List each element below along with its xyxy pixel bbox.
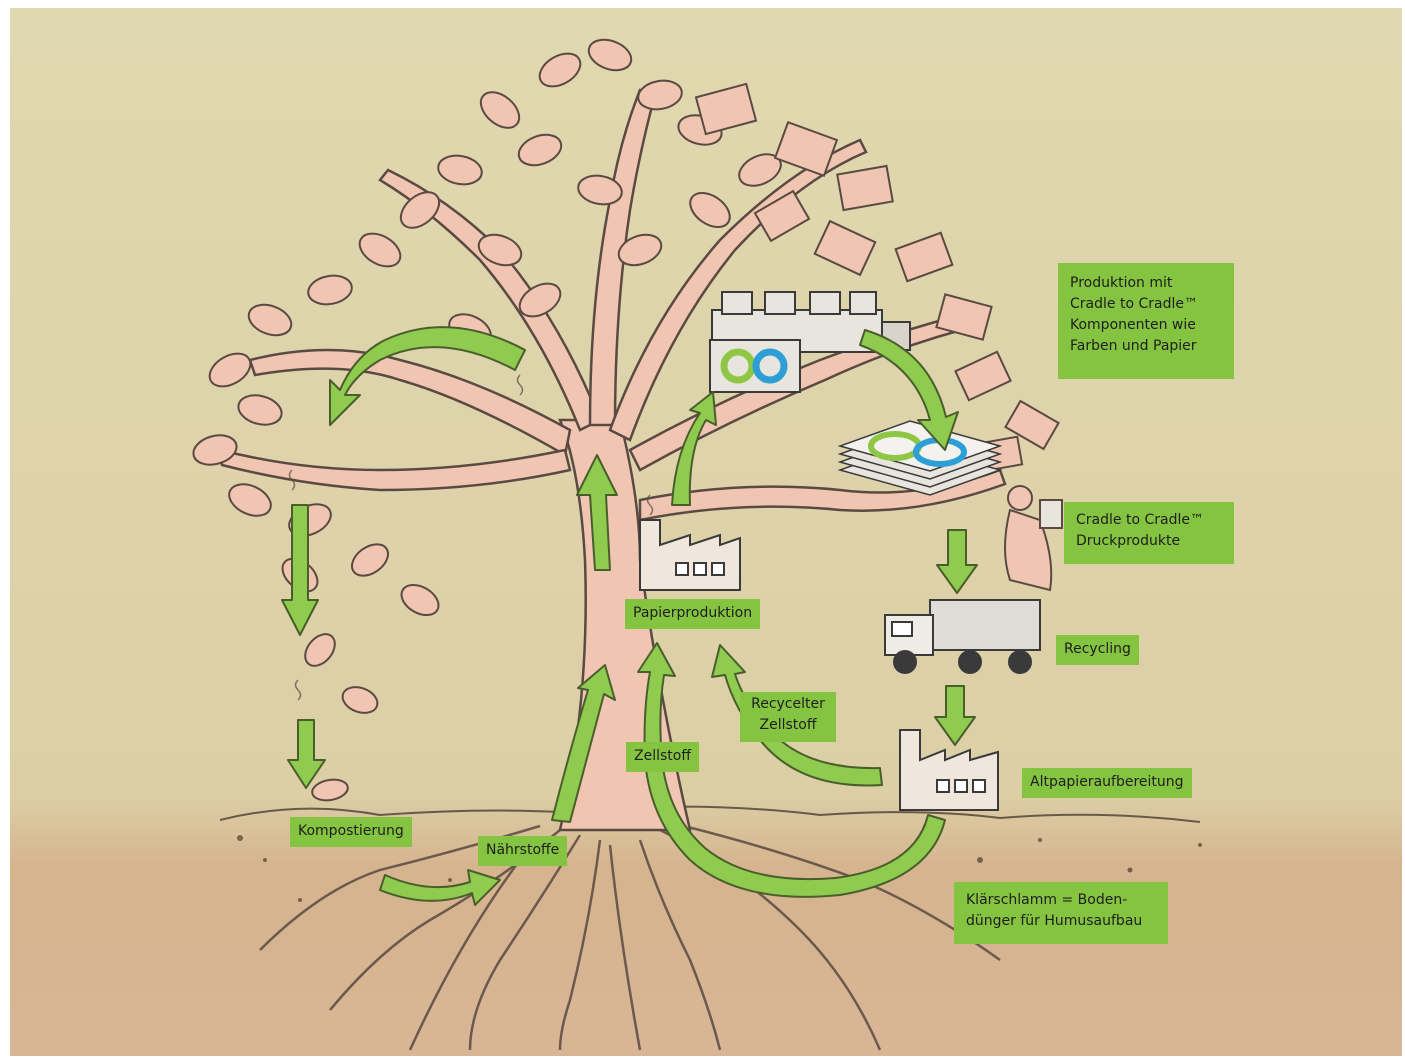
label-druckprodukte: Cradle to Cradle™ Druckprodukte: [1064, 502, 1234, 564]
arrow-stack-to-truck: [936, 529, 978, 594]
label-altpapier: Altpapieraufbereitung: [1022, 768, 1192, 798]
arrow-press-to-stack: [859, 329, 959, 451]
arrow-trunk-up-1: [576, 454, 618, 571]
arrow-factory-to-press: [671, 391, 717, 506]
arrow-sludge-loop: [637, 642, 946, 898]
label-papierproduktion: Papierproduktion: [625, 599, 761, 629]
label-produktion: Produktion mit Cradle to Cradle™ Kompone…: [1058, 263, 1234, 379]
arrow-leaves-down-2: [287, 719, 326, 789]
label-zellstoff: Zellstoff: [626, 742, 699, 772]
arrow-compost-to-nutrients: [379, 869, 501, 906]
cradle-logo-icon: [709, 339, 801, 393]
label-naehrstoffe: Nährstoffe: [478, 836, 568, 866]
motion-squiggles: [288, 374, 654, 701]
arrow-leaves-down-1: [281, 504, 319, 636]
truck-icon: [884, 599, 1041, 674]
ground-line: [219, 805, 1201, 823]
label-recycling: Recycling: [1056, 635, 1139, 665]
paper-stack-icon: [837, 420, 1003, 496]
arrow-branch-to-leaves: [329, 326, 526, 426]
factory-icon: [639, 519, 741, 591]
tree-leaves: [192, 38, 782, 802]
arrow-truck-to-plant: [934, 685, 976, 746]
recycling-plant-icon: [899, 729, 999, 811]
paper-sheets: [694, 82, 1060, 473]
label-kompostierung: Kompostierung: [290, 817, 412, 847]
soil-dots: [237, 835, 1202, 902]
arrow-nutrients-up: [551, 664, 616, 823]
label-klaerschlamm: Klärschlamm = Boden- dünger für Humusauf…: [954, 882, 1168, 944]
reader-person-icon: [1004, 485, 1063, 592]
label-recycelter-zellstoff: Recycelter Zellstoff: [740, 692, 836, 742]
